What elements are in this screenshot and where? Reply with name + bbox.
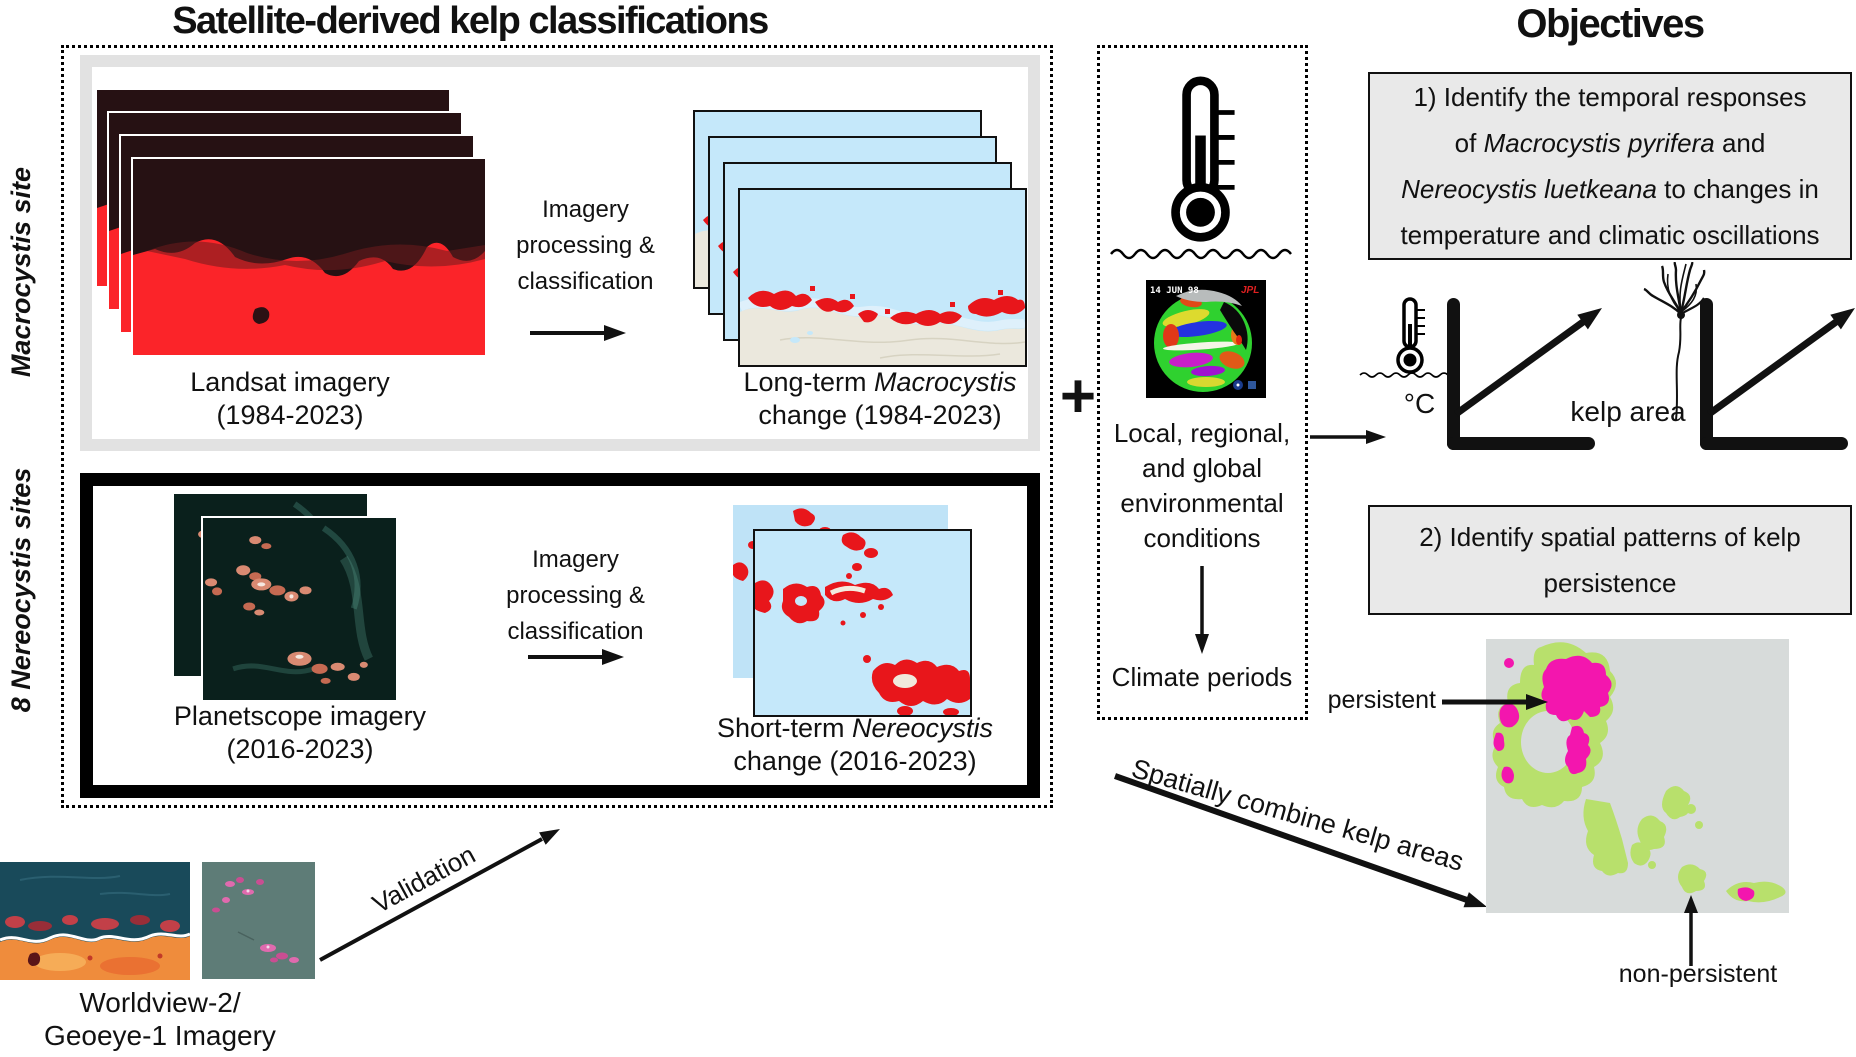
- increasing-trend-arrow-icon: [1706, 308, 1855, 417]
- combine-arrow-icon: [1114, 773, 1487, 908]
- worldview-image: [0, 862, 190, 980]
- persistence-map: [1486, 639, 1789, 913]
- persistence-map-graphic: [1492, 642, 1786, 903]
- objective1-species1: Macrocystis pyrifera: [1483, 128, 1715, 158]
- kelp-graph-x-axis: [1700, 437, 1848, 450]
- processing-line: Imagery: [532, 546, 619, 573]
- shortterm-prefix: Short-term: [716, 713, 852, 743]
- geoeye-image: [202, 862, 315, 979]
- planetscope-graphic: [203, 518, 396, 700]
- landsat-caption: Landsat imagery (1984-2023): [100, 366, 480, 432]
- validation-imagery-caption: Worldview-2/ Geoeye-1 Imagery: [10, 986, 310, 1052]
- globe-agency-text: JPL: [1241, 285, 1259, 296]
- increasing-trend-arrow-icon: [1453, 308, 1602, 417]
- planetscope-caption: Planetscope imagery (2016-2023): [110, 700, 490, 766]
- objective2-box: 2) Identify spatial patterns of kelp per…: [1368, 505, 1852, 615]
- macrocystis-site-label: Macrocystis site: [6, 166, 36, 378]
- right-arrow-icon: [530, 325, 626, 341]
- conditions-label: Local, regional, and global environmenta…: [1097, 416, 1307, 556]
- conditions-line: Local, regional,: [1113, 418, 1291, 448]
- climate-periods-label: Climate periods: [1111, 662, 1293, 692]
- temp-axis-label: °C: [1403, 388, 1436, 419]
- landsat-false-color-image: [133, 159, 485, 355]
- right-arrow-icon: [528, 649, 624, 665]
- conditions-to-graphs-arrow-icon: [1310, 430, 1386, 444]
- sst-globe-image: 14 JUN 98 JPL: [1146, 280, 1266, 398]
- shortterm-caption-line1: Short-term Nereocystis: [650, 712, 1060, 745]
- processing-line: Imagery: [542, 196, 629, 223]
- objective1-line3: Nereocystis luetkeana to changes in: [1370, 166, 1850, 212]
- objective2-line1: 2) Identify spatial patterns of kelp: [1419, 522, 1801, 552]
- objective1-line2: of Macrocystis pyrifera and: [1370, 120, 1850, 166]
- thermometer-icon: [1171, 76, 1235, 242]
- kelp-axis-label: kelp area: [1570, 396, 1686, 427]
- water-wave-icon: [1110, 248, 1292, 260]
- longterm-caption-line2: change (1984-2023): [758, 400, 1002, 430]
- validation-caption-line1: Worldview-2/: [79, 987, 241, 1018]
- down-arrow-icon: [1195, 566, 1209, 654]
- processing-line: processing &: [506, 582, 645, 609]
- objective1-line3-post: to changes in: [1656, 174, 1819, 204]
- non-persistent-label: non-persistent: [1618, 960, 1778, 988]
- kelp-map-graphic: [740, 190, 1025, 365]
- planetscope-caption-line2: (2016-2023): [226, 734, 374, 764]
- right-section-title: Objectives: [1516, 2, 1705, 46]
- processing-label-macrocystis: Imagery processing & classification: [468, 192, 703, 300]
- conditions-line: and global: [1142, 453, 1262, 483]
- classified-map-front: [738, 188, 1027, 367]
- small-wave-icon: [1359, 372, 1449, 378]
- conditions-line: conditions: [1143, 523, 1261, 553]
- processing-line: classification: [517, 268, 654, 295]
- longterm-species: Macrocystis: [874, 367, 1017, 397]
- shortterm-caption: Short-term Nereocystis change (2016-2023…: [650, 712, 1060, 778]
- environmental-conditions-box: [1097, 45, 1308, 720]
- landsat-caption-line1: Landsat imagery: [190, 367, 390, 397]
- conditions-line: environmental: [1120, 488, 1284, 518]
- nereocystis-sites-label: 8 Nereocystis sites: [6, 467, 36, 713]
- non-persistent-arrow-icon: [1684, 895, 1698, 966]
- objective2-line2: persistence: [1543, 568, 1677, 598]
- objective1-line4: temperature and climatic oscillations: [1400, 220, 1820, 250]
- temp-graph-x-axis: [1447, 437, 1595, 450]
- planetscope-image-front: [201, 516, 398, 702]
- longterm-prefix: Long-term: [743, 367, 875, 397]
- objective1-line2-pre: of: [1454, 128, 1484, 158]
- processing-line: processing &: [516, 232, 655, 259]
- kelp-map-graphic: [755, 531, 970, 715]
- small-thermometer-icon: [1396, 297, 1425, 374]
- objective1-line2-post: and: [1714, 128, 1766, 158]
- objective1-line1: 1) Identify the temporal responses: [1413, 82, 1807, 112]
- processing-label-nereocystis: Imagery processing & classification: [458, 542, 693, 650]
- longterm-caption: Long-term Macrocystis change (1984-2023): [685, 366, 1075, 432]
- classified-map-front: [753, 529, 972, 717]
- planetscope-caption-line1: Planetscope imagery: [173, 701, 427, 731]
- sst-globe-graphic: 14 JUN 98 JPL: [1146, 280, 1266, 398]
- persistent-label: persistent: [1327, 686, 1436, 714]
- classification-outer-box: [61, 45, 1053, 808]
- landsat-caption-line2: (1984-2023): [216, 400, 364, 430]
- validation-caption-line2: Geoeye-1 Imagery: [44, 1020, 276, 1051]
- landsat-image-front: [131, 157, 487, 357]
- objective1-species2: Nereocystis luetkeana: [1401, 174, 1657, 204]
- shortterm-species: Nereocystis: [851, 713, 994, 743]
- longterm-caption-line1: Long-term Macrocystis: [685, 366, 1075, 399]
- left-section-title: Satellite-derived kelp classifications: [172, 0, 769, 42]
- processing-line: classification: [507, 618, 644, 645]
- persistent-arrow-icon: [1442, 694, 1548, 710]
- worldview-graphic: [0, 862, 190, 980]
- shortterm-caption-line2: change (2016-2023): [733, 746, 977, 776]
- geoeye-graphic: [202, 862, 315, 979]
- plus-sign: +: [1059, 362, 1097, 431]
- globe-date-text: 14 JUN 98: [1150, 286, 1199, 296]
- validation-arrow-icon: [319, 829, 560, 962]
- objective1-box: 1) Identify the temporal responses of Ma…: [1368, 72, 1852, 260]
